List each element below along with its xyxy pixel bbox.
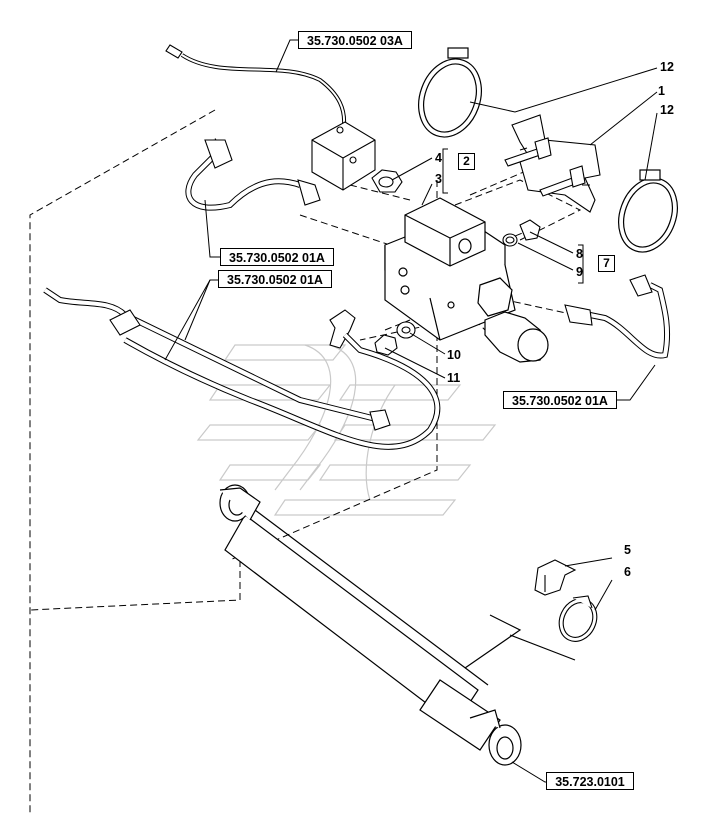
fittings (329, 219, 541, 356)
ref-pipe-label-a[interactable]: 35.730.0502 01A (220, 248, 334, 266)
ref-harness-label[interactable]: 35.730.0502 03A (298, 31, 412, 49)
hydraulic-hoses (43, 138, 671, 450)
callout-8: 8 (576, 247, 583, 261)
bolt (504, 137, 586, 197)
bracket-plate (511, 114, 601, 213)
hex-nut (371, 169, 403, 193)
callout-5: 5 (624, 543, 631, 557)
callout-12-right: 12 (660, 103, 674, 117)
callout-6: 6 (624, 565, 631, 579)
ref-pipe-label-right[interactable]: 35.730.0502 01A (503, 391, 617, 409)
callout-4: 4 (435, 151, 442, 165)
callout-11: 11 (447, 371, 461, 385)
callout-10: 10 (447, 348, 461, 362)
watermark-logo (196, 344, 497, 516)
callout-9: 9 (576, 265, 583, 279)
hydraulic-cylinder (219, 484, 576, 766)
ref-cylinder-label[interactable]: 35.723.0101 (546, 772, 634, 790)
group-box-7: 7 (598, 255, 615, 272)
assembly-dashed-lines (29, 109, 582, 816)
ref-pipe-label-b[interactable]: 35.730.0502 01A (218, 270, 332, 288)
callout-3: 3 (435, 172, 442, 186)
sensor-harness (165, 44, 376, 191)
valve-block (384, 197, 549, 363)
group-box-2: 2 (458, 153, 475, 170)
hose-clamp (418, 47, 678, 253)
callout-12-top: 12 (660, 60, 674, 74)
callout-1: 1 (658, 84, 665, 98)
clip-and-clamp (534, 559, 598, 642)
